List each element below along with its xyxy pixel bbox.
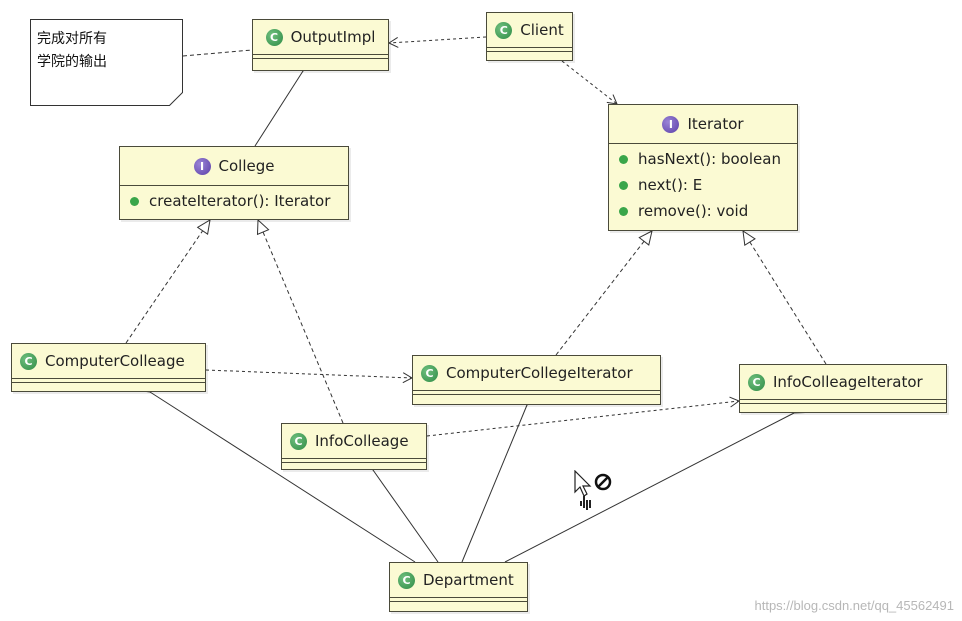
public-method-icon <box>619 154 628 164</box>
note-line-2: 学院的输出 <box>37 54 107 70</box>
department-computercolleage-aggregation <box>150 392 416 563</box>
class-c-icon: C <box>265 28 283 46</box>
method-row[interactable]: createIterator(): Iterator <box>130 188 348 214</box>
class-name: OutputImpl <box>290 28 376 46</box>
client-outputimpl-dependency <box>387 36 487 48</box>
public-method-icon <box>130 196 139 206</box>
class-name: InfoColleageIterator <box>773 373 923 391</box>
public-method-icon <box>619 206 628 216</box>
department-computercollegeiterator-aggregation <box>461 405 527 563</box>
watermark: https://blog.csdn.net/qq_45562491 <box>754 598 955 613</box>
client-iterator-dependency <box>561 60 618 105</box>
infocolleage-iterator-dependency <box>426 396 741 437</box>
class-c-icon: C <box>495 21 513 39</box>
method-signature: hasNext(): boolean <box>638 150 781 168</box>
interface-iterator[interactable]: I Iterator hasNext(): boolean next(): E r… <box>608 104 798 231</box>
class-c-icon: C <box>748 373 765 391</box>
no-drop-icon <box>594 473 612 491</box>
class-outputimpl[interactable]: C OutputImpl <box>252 19 389 71</box>
interface-name: College <box>218 157 275 175</box>
class-name: InfoColleage <box>315 432 409 450</box>
class-computercolleage[interactable]: C ComputerColleage <box>11 343 206 392</box>
note-box[interactable]: 完成对所有 学院的输出 <box>30 19 183 106</box>
method-row[interactable]: remove(): void <box>619 198 797 224</box>
interface-i-icon: I <box>662 115 680 133</box>
class-name: ComputerCollegeIterator <box>446 364 633 382</box>
computercolleage-iterator-dependency <box>205 369 414 384</box>
interface-name: Iterator <box>687 115 744 133</box>
class-name: Department <box>423 571 514 589</box>
class-c-icon: C <box>398 571 415 589</box>
class-c-icon: C <box>20 352 37 370</box>
class-computercollegeiterator[interactable]: C ComputerCollegeIterator <box>412 355 661 405</box>
note-line-1: 完成对所有 <box>37 31 107 47</box>
method-row[interactable]: hasNext(): boolean <box>619 146 797 172</box>
note-fold-icon <box>169 92 183 106</box>
computercolleage-college-realization <box>125 219 211 344</box>
interface-i-icon: I <box>193 157 211 175</box>
drag-cursor-icon <box>574 470 612 510</box>
class-c-icon: C <box>290 432 307 450</box>
method-signature: remove(): void <box>638 202 749 220</box>
class-infocolleage[interactable]: C InfoColleage <box>281 423 427 470</box>
class-department[interactable]: C Department <box>389 562 528 612</box>
class-infocolleageiterator[interactable]: C InfoColleageIterator <box>739 364 947 413</box>
outputimpl-college-aggregation <box>254 71 303 147</box>
infocolleage-college-realization <box>256 218 344 424</box>
department-infocolleageiterator-aggregation <box>504 413 794 563</box>
note-link <box>182 49 253 57</box>
computercollegeiterator-iterator-realization <box>555 230 653 356</box>
infocolleageiterator-iterator-realization <box>742 229 827 365</box>
class-c-icon: C <box>421 364 438 382</box>
public-method-icon <box>619 180 628 190</box>
method-signature: next(): E <box>638 176 703 194</box>
class-client[interactable]: C Client <box>486 12 573 61</box>
interface-college[interactable]: I College createIterator(): Iterator <box>119 146 349 220</box>
class-name: Client <box>520 21 564 39</box>
class-name: ComputerColleage <box>45 352 185 370</box>
method-row[interactable]: next(): E <box>619 172 797 198</box>
department-infocolleage-aggregation <box>373 470 439 563</box>
method-signature: createIterator(): Iterator <box>149 192 331 210</box>
